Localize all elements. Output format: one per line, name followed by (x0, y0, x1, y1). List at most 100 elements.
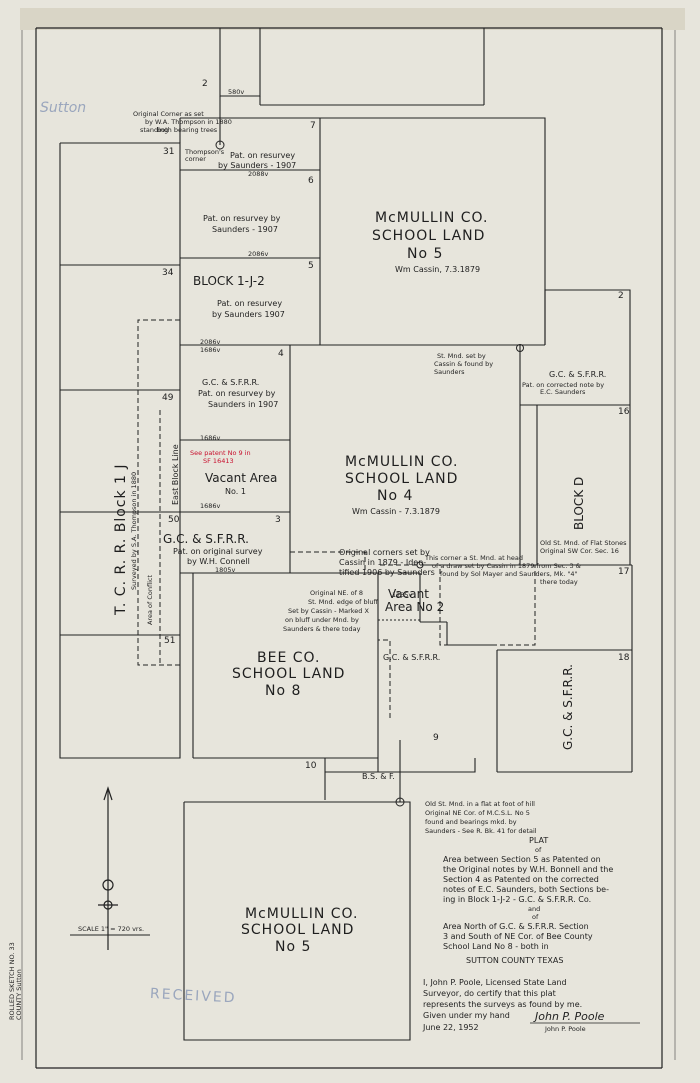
bsf-label: B.S. & F. (362, 772, 395, 781)
vara-1686: 1686v (200, 346, 221, 354)
plat-line8: School Land No 8 - both in (443, 942, 549, 951)
section-9: 9 (433, 733, 439, 743)
block-d: BLOCK D (572, 477, 586, 530)
margin-note-1: ROLLED SKETCH NO. 33 (8, 942, 16, 1020)
section-3: 3 (275, 515, 281, 525)
mcmullin5-bottom-2: SCHOOL LAND (241, 922, 354, 938)
orig-ne-5: Saunders & there today (283, 625, 361, 633)
this-corner-1: This corner a St. Mnd. at head (424, 554, 523, 562)
gcsf4-line1: Pat. on resurvey by (198, 389, 276, 398)
corner-note-1: Original Corner as set (133, 110, 204, 118)
vacant2-1: Vacant (388, 587, 429, 601)
mcmullin4-1: McMULLIN CO. (345, 454, 458, 470)
section-34: 34 (162, 268, 174, 278)
vara-1686b: 1686v (200, 434, 221, 442)
mcmullin5-top-sub: Wm Cassin, 7.3.1879 (395, 265, 480, 274)
old-stones-1: Old St. Mnd. of Flat Stones (540, 539, 627, 547)
cert-name: John P. Poole (544, 1025, 586, 1033)
orig-corners-1: Original corners set by (339, 548, 430, 557)
dashed-lines (137, 319, 536, 720)
east-block-line: East Block Line (171, 444, 180, 505)
vara-2088: 2088v (248, 170, 269, 178)
vara-1235: 1235v (392, 591, 413, 599)
corner-note-3: both bearing trees (157, 126, 218, 134)
gcsf-small: G.C. & S.F.R.R. (383, 653, 440, 662)
monuments (215, 140, 524, 807)
orig-ne-3: Set by Cassin - Marked X (288, 607, 369, 615)
margin-note-2: COUNTY Sutton (15, 969, 23, 1020)
tape-strip (20, 8, 685, 30)
thompson-corner-1: Thompson's (184, 148, 225, 156)
plat-description: PLAT of Area between Section 5 as Patent… (443, 836, 613, 965)
gcsf3-line2: by W.H. Connell (187, 557, 250, 566)
section-18: 18 (618, 653, 630, 663)
plat-line3: Section 4 as Patented on the corrected (443, 875, 599, 884)
cert-line2: Surveyor, do certify that this plat (423, 989, 556, 998)
this-corner-3: found by Sol Mayer and Saunders, Mk. "4" (440, 570, 577, 578)
pat-sec6-2: by Saunders - 1907 (218, 161, 296, 170)
gcsf3-title: G.C. & S.F.R.R. (163, 532, 249, 546)
cassin-mnd-2: Cassin & found by (434, 360, 493, 368)
section-17: 17 (618, 567, 629, 577)
gcsf4-title: G.C. & S.F.R.R. (202, 378, 259, 387)
pat-sec4-1: Pat. on resurvey (217, 299, 282, 308)
section-51: 51 (164, 636, 175, 646)
gcsf-right-1: Pat. on corrected note by (522, 381, 604, 389)
pat-sec6-1: Pat. on resurvey (230, 151, 295, 160)
pat-sec4-2: by Saunders 1907 (212, 310, 285, 319)
old-mnd-1: Old St. Mnd. in a flat at foot of hill (425, 800, 535, 808)
sutton-stamp: Sutton (40, 100, 86, 116)
vara-580: 580v (228, 88, 244, 96)
mcmullin4-2: SCHOOL LAND (345, 471, 458, 487)
gcsf-18: G.C. & S.F.R.R. (561, 664, 575, 750)
section-7: 7 (310, 121, 316, 131)
old-mnd-2: Original NE Cor. of M.C.S.L. No 5 (425, 809, 530, 817)
cert-line3: represents the surveys as found by me. (423, 1000, 582, 1009)
cassin-mnd-3: Saunders (434, 368, 465, 376)
section-10: 10 (305, 761, 317, 771)
corner-note-2: by W.A. Thompson in 1880 (145, 118, 232, 126)
cert-signature: John P. Poole (533, 1010, 605, 1023)
orig-ne-4: on bluff under Mnd. by (285, 616, 359, 624)
pat-sec5-1: Pat. on resurvey by (203, 214, 281, 223)
area-of-conflict: Area of Conflict (146, 575, 154, 625)
block-ij2-title: BLOCK 1-J-2 (193, 274, 265, 288)
plat-line4: notes of E.C. Saunders, both Sections be… (443, 885, 609, 894)
mcmullin4-3: No 4 (377, 488, 413, 504)
bee-3: No 8 (265, 683, 301, 699)
section-16: 16 (618, 407, 630, 417)
certification: I, John P. Poole, Licensed State Land Su… (422, 978, 640, 1033)
mcmullin5-bottom-3: No 5 (275, 939, 311, 955)
plat-line5: ing in Block 1-J-2 - G.C. & S.F.R.R. Co. (443, 895, 591, 904)
vacant1-1: Vacant Area (205, 471, 277, 485)
bee-1: BEE CO. (257, 650, 320, 666)
plat-line1: Area between Section 5 as Patented on (443, 855, 601, 864)
section-5: 5 (308, 261, 314, 271)
section-31: 31 (163, 147, 174, 157)
gcsf3-line1: Pat. on original survey (173, 547, 263, 556)
vacant2-2: Area No 2 (385, 600, 444, 614)
plat-line7: 3 and South of NE Cor. of Bee County (443, 932, 593, 941)
north-arrow (98, 786, 118, 950)
orig-ne-1: Original NE. of 8 (310, 589, 363, 597)
this-corner-2: of a draw set by Cassin in 1879 from Sec… (432, 562, 581, 570)
plat-of2: of (532, 913, 539, 921)
plat-of: of (535, 846, 542, 854)
tcrr-title: T. C. R. R. Block 1 J (113, 463, 129, 616)
mcmullin5-top-1: McMULLIN CO. (375, 210, 488, 226)
plat-title: PLAT (529, 836, 548, 845)
received-stamp: RECEIVED (150, 986, 237, 1007)
mcmullin5-top-3: No 5 (407, 246, 443, 262)
thompson-corner-2: corner (185, 155, 206, 163)
vara-2086b: 2086v (200, 338, 221, 346)
plat-line2: the Original notes by W.H. Bonnell and t… (443, 865, 613, 874)
border (21, 27, 676, 1069)
orig-corners-3: tified 1906 by Saunders (339, 568, 435, 577)
section-6: 6 (308, 176, 314, 186)
plat-and: and (528, 905, 540, 913)
survey-lines (59, 28, 633, 1041)
cert-date: June 22, 1952 (422, 1023, 479, 1032)
mcmullin5-bottom-1: McMULLIN CO. (245, 906, 358, 922)
old-mnd-3: found and bearings mkd. by (425, 818, 517, 826)
